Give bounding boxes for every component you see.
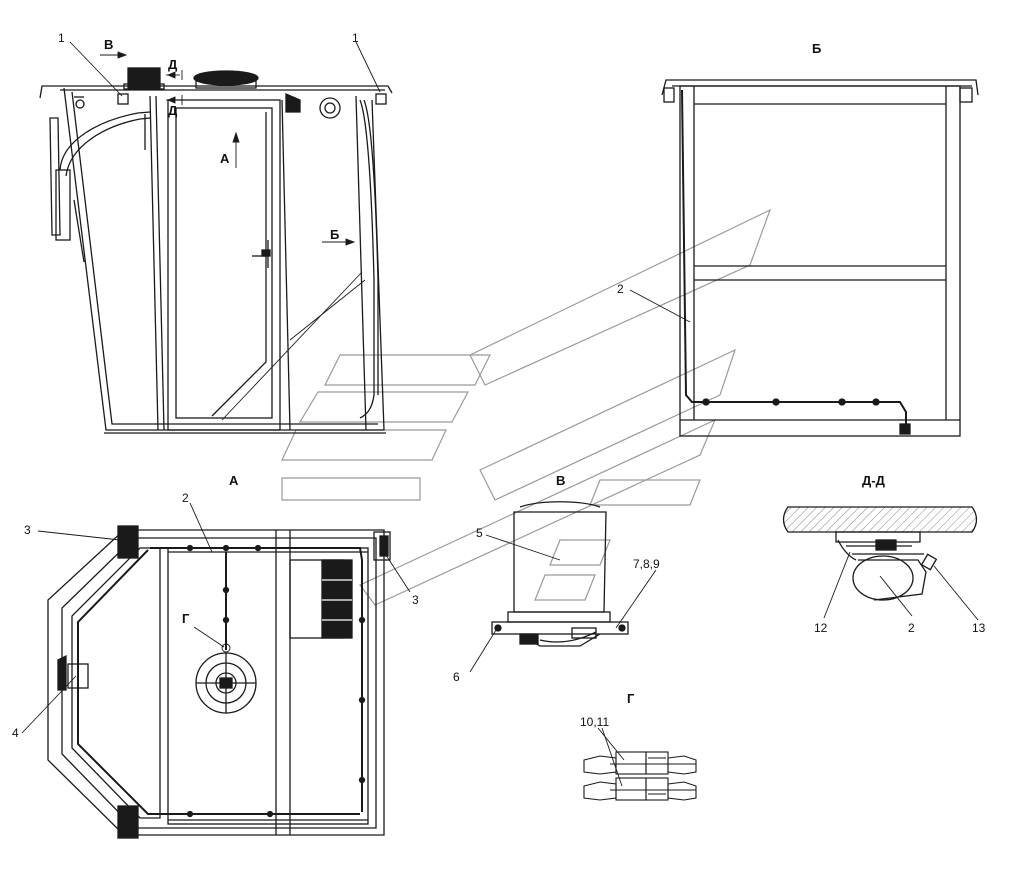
- view-a-leaders: [21, 502, 411, 734]
- view-b-back-wall: [661, 79, 979, 437]
- arrow-label-d-top: Д: [168, 57, 178, 72]
- callout-13: 13: [972, 621, 986, 635]
- view-g-connectors: [583, 751, 697, 801]
- view-title-v: В: [556, 473, 566, 488]
- arrow-label-b: Б: [330, 227, 340, 242]
- view-v-beacon: [491, 501, 629, 647]
- callout-2-section-dd: 2: [908, 621, 915, 635]
- arrow-label-a: А: [220, 151, 230, 166]
- callout-1-left: 1: [58, 31, 65, 45]
- callout-3-left: 3: [24, 523, 31, 537]
- view-a-plan: [47, 525, 391, 839]
- callout-12: 12: [814, 621, 828, 635]
- view-title-g: Г: [627, 691, 635, 706]
- cabin-side-view: [39, 67, 393, 434]
- callout-2-view-b: 2: [617, 282, 624, 296]
- view-title-dd: Д-Д: [862, 473, 885, 488]
- callout-3-right: 3: [412, 593, 419, 607]
- view-b-leader-2: [629, 289, 691, 323]
- view-g-leaders: [597, 727, 625, 787]
- callout-4: 4: [12, 726, 19, 740]
- callout-1-right: 1: [352, 31, 359, 45]
- arrow-label-d-bottom: Д: [168, 103, 178, 118]
- view-title-a: А: [229, 473, 239, 488]
- callout-2-view-a: 2: [182, 491, 189, 505]
- callout-6: 6: [453, 670, 460, 684]
- callout-5: 5: [476, 526, 483, 540]
- view-v-leaders: [469, 534, 657, 673]
- view-title-b: Б: [812, 41, 822, 56]
- callout-10-11: 10,11: [580, 715, 610, 729]
- arrow-label-v: В: [104, 37, 114, 52]
- section-dd: [782, 506, 978, 601]
- side-view-leaders: [69, 41, 381, 421]
- watermark-logo: [281, 208, 772, 606]
- callout-7-8-9: 7,8,9: [633, 557, 660, 571]
- view-marker-g: Г: [182, 611, 190, 626]
- section-dd-leaders: [823, 551, 979, 621]
